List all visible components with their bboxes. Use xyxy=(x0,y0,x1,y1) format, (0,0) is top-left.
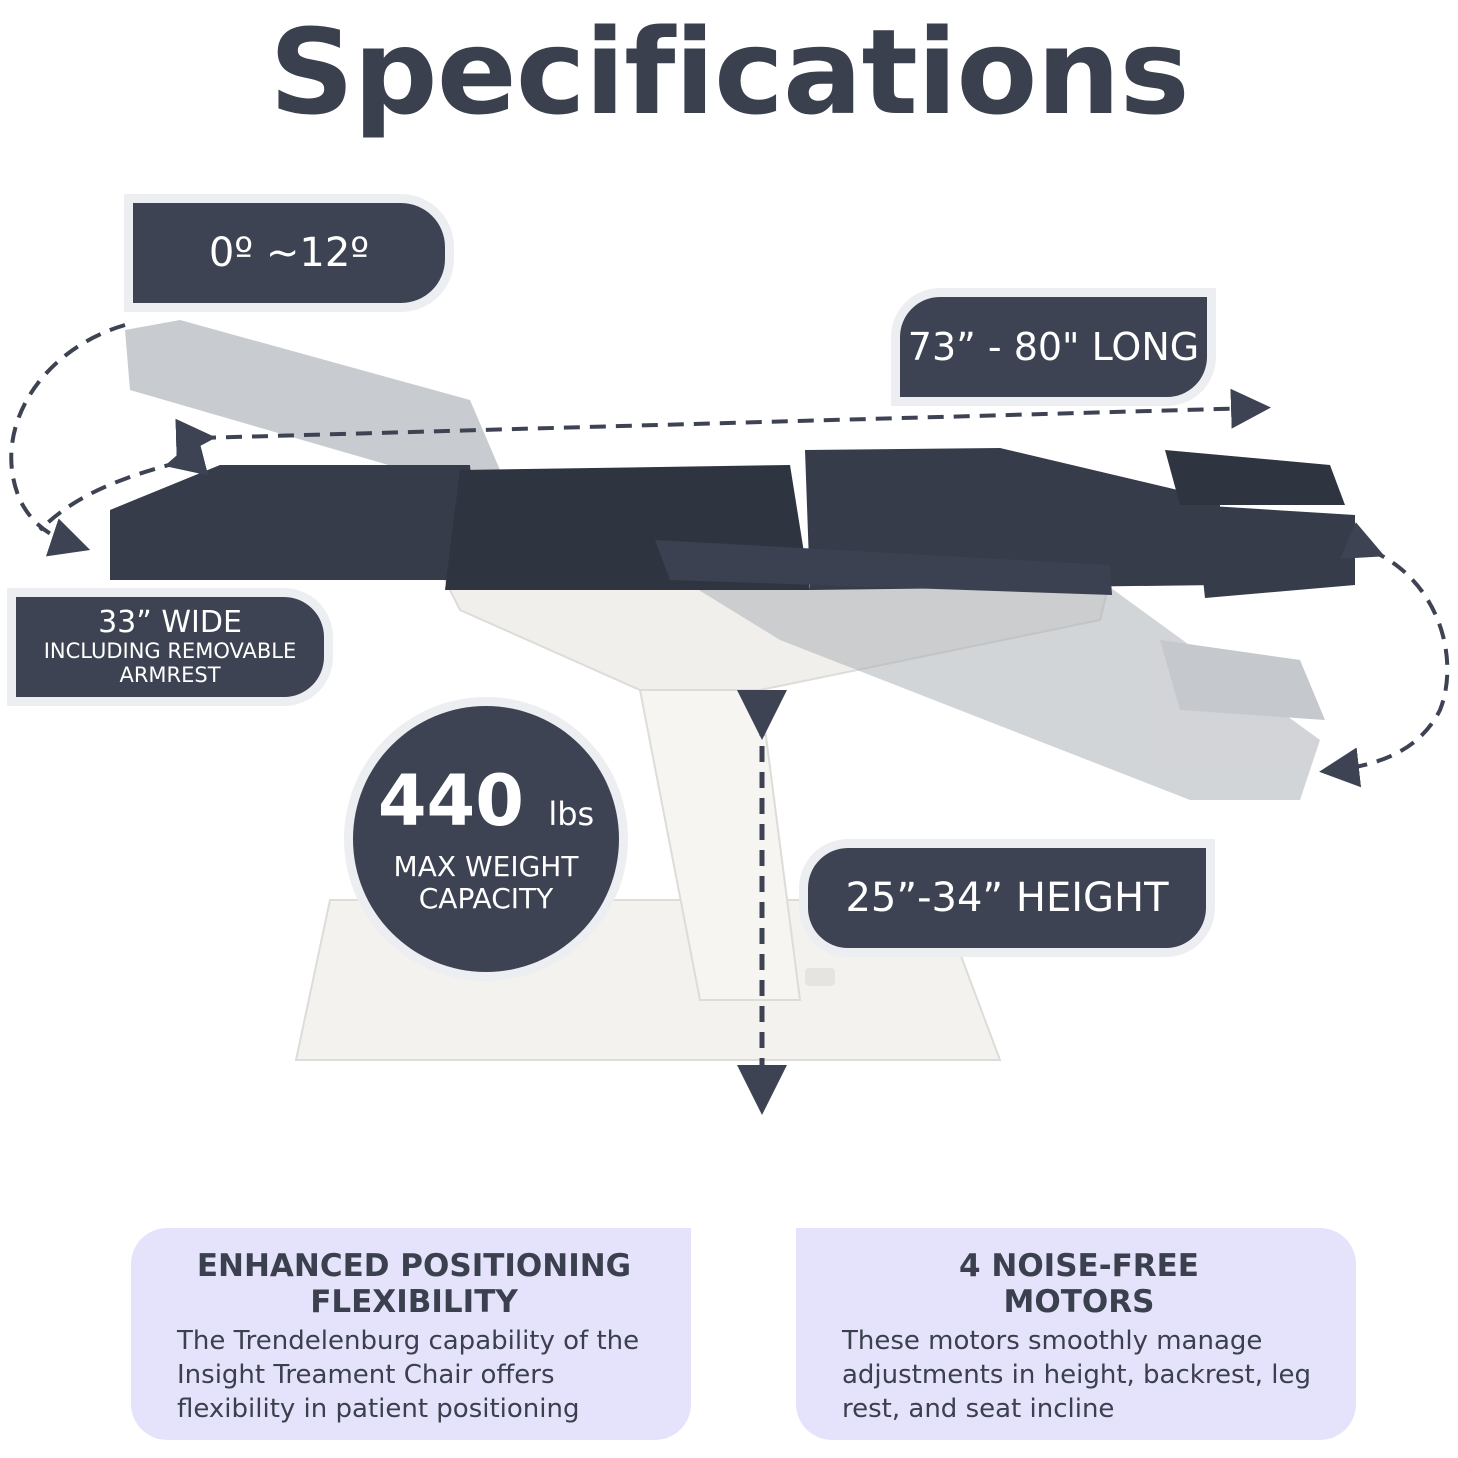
weight-label: MAX WEIGHT CAPACITY xyxy=(393,849,579,915)
length-callout: 73” - 80" LONG xyxy=(900,297,1207,397)
feature-title: 4 NOISE-FREE MOTORS xyxy=(959,1248,1199,1320)
weight-capacity-badge: 440 lbs MAX WEIGHT CAPACITY xyxy=(353,706,619,972)
height-callout: 25”-34” HEIGHT xyxy=(808,848,1206,948)
legrest-arc-arrow xyxy=(1319,522,1450,788)
weight-value-line: 440 lbs xyxy=(378,764,594,851)
feature-card-positioning: ENHANCED POSITIONING FLEXIBILITY The Tre… xyxy=(131,1228,691,1440)
dimension-arrows xyxy=(9,323,1450,1115)
feature-body: The Trendelenburg capability of the Insi… xyxy=(177,1326,640,1424)
ghost-legrest xyxy=(650,560,1325,800)
tilt-arc-arrow xyxy=(9,323,126,557)
feature-title: ENHANCED POSITIONING FLEXIBILITY xyxy=(196,1248,632,1320)
weight-value: 440 xyxy=(377,759,524,842)
weight-unit: lbs xyxy=(548,794,595,833)
feature-card-motors: 4 NOISE-FREE MOTORS These motors smoothl… xyxy=(796,1228,1356,1440)
ghost-backrest xyxy=(125,320,500,480)
width-main-label: 33” WIDE xyxy=(98,605,242,640)
width-sub-label: INCLUDING REMOVABLE ARMREST xyxy=(43,639,297,687)
width-callout: 33” WIDE INCLUDING REMOVABLE ARMREST xyxy=(16,597,324,697)
length-arrow xyxy=(175,388,1271,459)
page-title: Specifications xyxy=(269,3,1189,141)
tilt-arc-arrow-small xyxy=(38,436,209,532)
feature-body: These motors smoothly manage adjustments… xyxy=(842,1326,1311,1424)
tilt-range-callout: 0º ~12º xyxy=(133,203,445,303)
chair-upholstery xyxy=(110,448,1355,598)
